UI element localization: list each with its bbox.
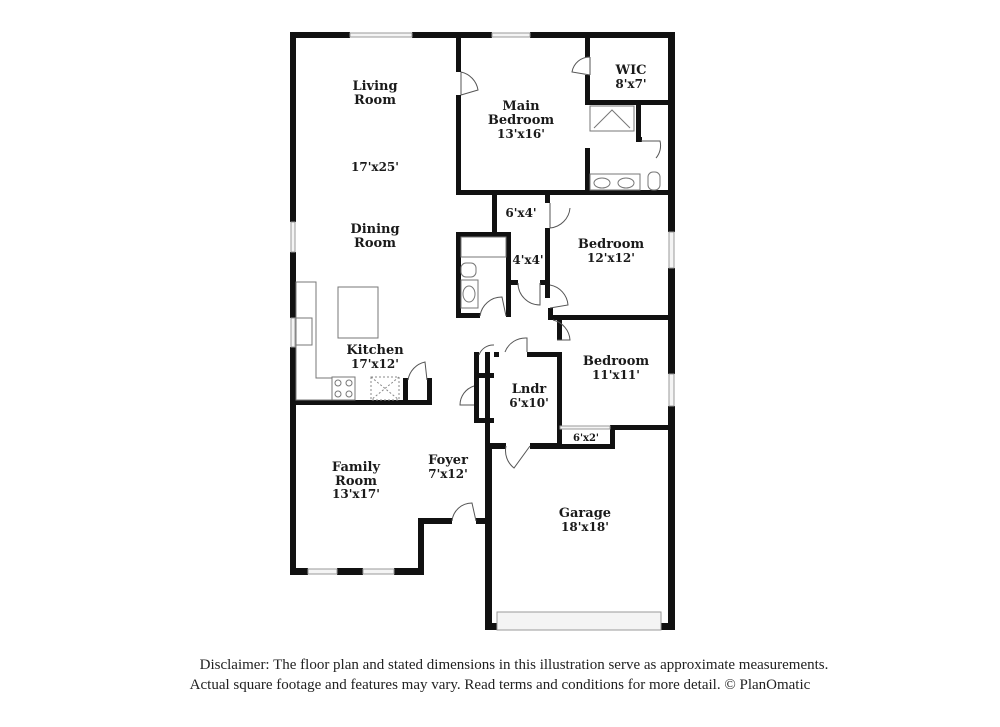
dining-room-label: Dining bbox=[350, 222, 399, 237]
kitchen-island bbox=[337, 286, 379, 339]
garage-dimensions: 18'x18' bbox=[561, 520, 609, 534]
living-room-label-2: Room bbox=[354, 93, 396, 108]
bathtub bbox=[460, 236, 507, 258]
disclaimer-line-1: Disclaimer: The floor plan and stated di… bbox=[199, 657, 829, 673]
foyer-label: Foyer bbox=[428, 453, 468, 468]
bedroom-2-dimensions: 12'x12' bbox=[587, 251, 635, 265]
linen-closet-dimensions: 4'x4' bbox=[512, 253, 543, 267]
disclaimer-line-2: Actual square footage and features may v… bbox=[189, 677, 811, 693]
dining-room-label-2: Room bbox=[354, 236, 396, 251]
exterior-walls bbox=[290, 32, 675, 630]
living-room-dimensions: 17'x25' bbox=[351, 160, 399, 174]
garage-door bbox=[496, 611, 662, 631]
stove bbox=[331, 376, 356, 401]
bedroom-3-label: Bedroom bbox=[583, 354, 650, 369]
main-bedroom-label: Main bbox=[502, 99, 540, 114]
hall-closet-dimensions: 6'x4' bbox=[505, 206, 536, 220]
interior-walls bbox=[290, 32, 675, 452]
family-room-label: Family bbox=[332, 460, 381, 475]
refrigerator bbox=[370, 376, 400, 401]
bedroom-3-closet-dimensions: 6'x2' bbox=[573, 433, 599, 444]
toilet bbox=[647, 171, 661, 191]
bedroom-2-label: Bedroom bbox=[578, 237, 645, 252]
kitchen-label: Kitchen bbox=[346, 343, 404, 358]
laundry-dimensions: 6'x10' bbox=[509, 396, 549, 410]
wic-label: WIC bbox=[614, 63, 646, 78]
laundry-label: Lndr bbox=[512, 382, 547, 397]
family-room-dimensions: 13'x17' bbox=[332, 487, 380, 501]
family-room-label-2: Room bbox=[335, 474, 377, 489]
main-bedroom-dimensions: 13'x16' bbox=[497, 127, 545, 141]
kitchen-dimensions: 17'x12' bbox=[351, 357, 399, 371]
room-labels: Living Room 17'x25' Dining Room Kitchen … bbox=[332, 63, 649, 534]
main-bedroom-label-2: Bedroom bbox=[488, 113, 555, 128]
doors bbox=[407, 56, 662, 522]
kitchen-sink bbox=[295, 317, 313, 346]
fixtures bbox=[295, 105, 661, 401]
wic-dimensions: 8'x7' bbox=[615, 77, 646, 91]
foyer-dimensions: 7'x12' bbox=[428, 467, 468, 481]
windows bbox=[290, 32, 675, 631]
living-room-label: Living bbox=[352, 79, 397, 94]
garage-label: Garage bbox=[559, 506, 611, 521]
bedroom-3-dimensions: 11'x11' bbox=[592, 368, 640, 382]
